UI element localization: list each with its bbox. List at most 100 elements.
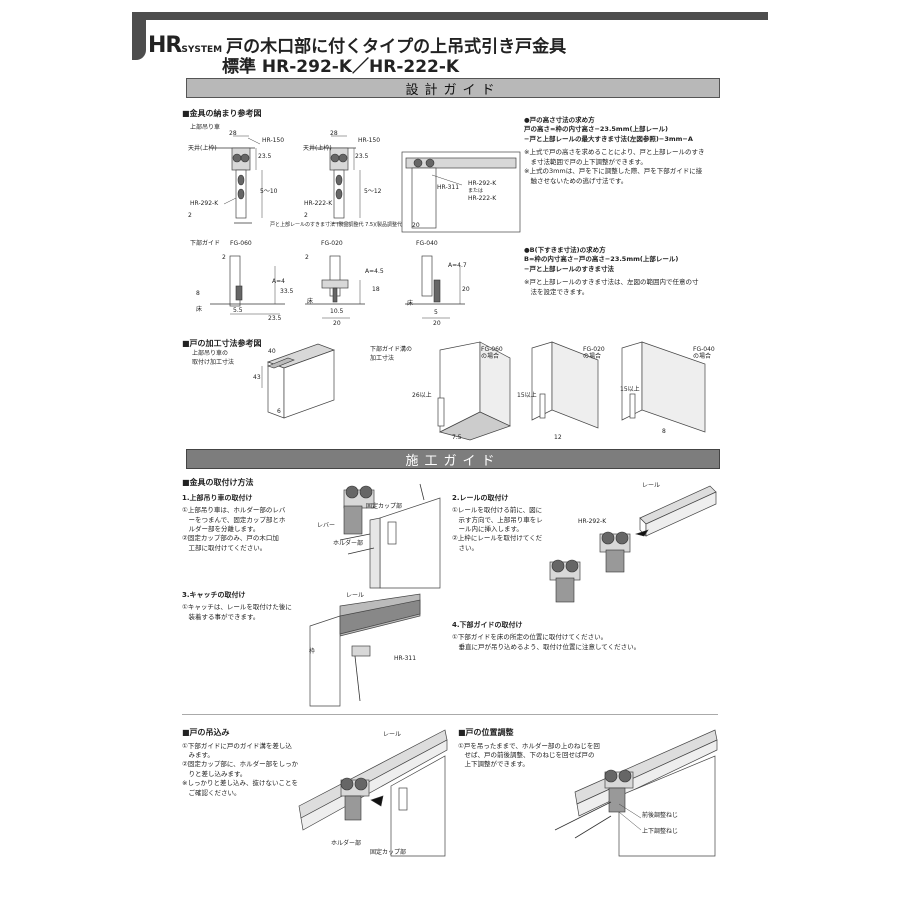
upper-hanger-diagram-2 (310, 135, 361, 224)
step4-l2: 垂直に戸が吊り込めるよう、取付け位置に注意してください。 (452, 642, 641, 651)
b-calc-note2: 法を設定できます。 (524, 287, 589, 296)
brand-sub: SYSTEM (181, 45, 223, 55)
dim-ceiling-a: 天井(上枠) (188, 145, 217, 152)
brand: HR (148, 33, 182, 58)
height-calc-note1: ※上式で戸の高さを求めることにより、戸と上部レールのすき (524, 148, 705, 157)
fg040-label: FG-040 (416, 240, 438, 247)
dim-18: 18 (372, 286, 380, 293)
lower-guide-diagrams (210, 255, 465, 319)
step3-l2: 装着する事ができます。 (182, 612, 260, 621)
dim-8: 8 (196, 290, 200, 297)
dim-hr311: HR-311 (437, 184, 460, 191)
dim-10-5: 10.5 (330, 308, 344, 315)
upper-hanger-label: 上部吊り車 (190, 124, 221, 131)
dim-23-5c: 23.5 (268, 315, 282, 322)
dim-range2: 5～12 (364, 188, 382, 195)
step3-l1: ①キャッチは、レールを取付けた後に (182, 603, 292, 612)
case-fg020b: の場合 (583, 353, 602, 360)
dim-20d: 20 (433, 320, 441, 327)
dim-15b: 15以上 (620, 386, 640, 393)
dim-hr222b: HR-222-K (468, 195, 497, 202)
dim-15a: 15以上 (517, 392, 537, 399)
top-rule (132, 12, 768, 20)
step1-l5: 工部に取付けてください。 (182, 543, 267, 552)
fg060-label: FG-060 (230, 240, 252, 247)
step2-l5: さい。 (452, 543, 479, 552)
dim-a4-7: A=4.7 (448, 262, 467, 269)
case-fg060b: の場合 (481, 353, 500, 360)
step2-l3: ール内に挿入します。 (452, 524, 523, 533)
b-calc-note1: ※戸と上部レールのすきま寸法は、左図の範囲内で任意の寸 (524, 278, 699, 287)
floor-b: 床 (307, 298, 314, 305)
adjust-l2: せば、戸の前後調整、下のねじを回せば戸の (458, 751, 595, 760)
fg020-label: FG-020 (321, 240, 343, 247)
step2-diagram (549, 485, 717, 603)
step1-l1: ①上部吊り車は、ホルダー部のレバ (182, 506, 286, 515)
fit-heading: ■金具の納まり参考図 (182, 109, 262, 118)
dim-20c: 20 (333, 320, 341, 327)
height-calc-note4: 触させないための逃げ寸法です。 (524, 176, 628, 185)
height-calc-heading: ●戸の高さ寸法の求め方 (524, 116, 595, 124)
catch-diagram (401, 151, 521, 233)
step1-l2: ーをつまんで、固定カップ部とホ (182, 515, 286, 524)
step2-title: 2.レールの取付け (452, 494, 509, 502)
dim-33-5: 33.5 (280, 288, 294, 295)
step2-l1: ①レールを取付ける前に、図に (452, 506, 543, 515)
lower-proc-diagrams (437, 341, 706, 441)
step1-cup: 固定カップ部 (366, 503, 403, 510)
step4-title: 4.下部ガイドの取付け (452, 621, 523, 629)
adjust-block: ■戸の位置調整 ①戸を吊ったままで、ホルダー部の上のねじを回 せば、戸の前後調整… (458, 727, 600, 770)
dim-2b: 2 (304, 212, 308, 219)
adjust-note-1: 戸と上部レールのすきま寸法 (製品調整代 7.5) (270, 222, 376, 228)
case-fg060: FG-060 (481, 346, 503, 353)
adjust-front-back: 前後調整ねじ (642, 812, 679, 819)
dim-28a: 28 (229, 130, 237, 137)
upper-proc-label2: 取付け加工寸法 (192, 359, 235, 366)
height-calc-note3: ※上式の3mmは、戸を下に調整した際、戸を下部ガイドに接 (524, 167, 703, 176)
dim-a4: A=4 (272, 278, 285, 285)
adjust-note-2: (製品調整代 5) (375, 222, 409, 228)
step2-block: 2.レールの取付け ①レールを取付ける前に、図に 示す方向で、上部吊り車をレ ー… (452, 493, 543, 553)
dim-or: または (468, 188, 484, 194)
construction-guide-label: 施工ガイド (405, 453, 501, 469)
dim-7-5: 7.5 (452, 434, 462, 441)
case-fg040b: の場合 (693, 353, 712, 360)
step3-diagram (309, 593, 421, 707)
adjust-l3: 上下調整ができます。 (458, 760, 529, 769)
dim-hr222: HR-222-K (304, 200, 333, 207)
hanging-cup: 固定カップ部 (370, 849, 407, 856)
design-guide-bar: 設計ガイド (186, 78, 720, 98)
dim-2a: 2 (188, 212, 192, 219)
upper-proc-label1: 上部吊り車の (192, 350, 229, 357)
header-tab (132, 20, 146, 60)
dim-2c: 2 (222, 254, 226, 261)
dim-28b: 28 (330, 130, 338, 137)
step3-part: HR-311 (394, 655, 417, 662)
hanging-l6: ご確認ください。 (182, 788, 241, 797)
hanging-block: ■戸の吊込み ①下部ガイドに戸のガイド溝を差し込 みます。 ②固定カップ部に、ホ… (182, 727, 298, 798)
dim-a4-5: A=4.5 (365, 268, 384, 275)
adjust-up-down: 上下調整ねじ (642, 828, 679, 835)
step1-l4: ②固定カップ部のみ、戸の木口加 (182, 534, 279, 543)
dim-23-5a: 23.5 (258, 153, 272, 160)
case-fg020: FG-020 (583, 346, 605, 353)
hanging-rail: レール (383, 731, 402, 738)
title-line1: 戸の木口部に付くタイプの上吊式引き戸金具 (226, 37, 567, 57)
construction-guide-bar: 施工ガイド (186, 449, 720, 469)
b-calc-line2: −戸と上部レールのすきま寸法 (524, 264, 614, 273)
adjust-heading: ■戸の位置調整 (458, 728, 514, 737)
dim-5-5: 5.5 (233, 307, 243, 314)
dim-20b: 20 (462, 286, 470, 293)
height-calc-note2: ま寸法範囲で戸の上下調整ができます。 (524, 157, 647, 166)
step1-title: 1.上部吊り車の取付け (182, 494, 253, 502)
door-processing-heading: ■戸の加工寸法参考図 (182, 339, 262, 348)
step2-rail: レール (642, 482, 661, 489)
step1-holder: ホルダー部 (333, 540, 364, 547)
install-heading: ■金具の取付け方法 (182, 478, 254, 487)
dim-ceiling-b: 天井(上枠) (303, 145, 332, 152)
page-subtitle: 標準 HR-292-K／HR-222-K (222, 57, 460, 77)
hanging-l5: ※しっかりと差し込み、抜けないことを (182, 779, 298, 788)
step4-block: 4.下部ガイドの取付け ①下部ガイドを床の所定の位置に取付けてください。 垂直に… (452, 620, 640, 652)
step1-l3: ルダー部を分離します。 (182, 524, 260, 533)
dim-43: 43 (253, 374, 261, 381)
